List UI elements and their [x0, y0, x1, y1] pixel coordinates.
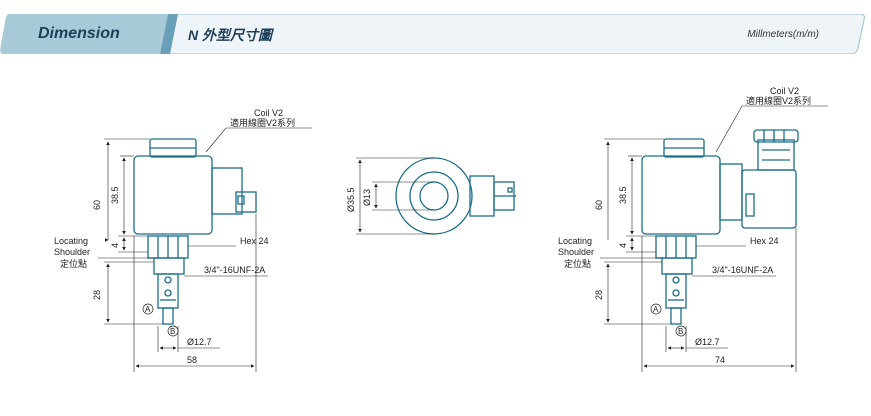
top-dia-outer: Ø35.5: [346, 187, 356, 212]
right-shoulder-label: Shoulder: [558, 247, 594, 257]
left-shoulder-label: Shoulder: [54, 247, 90, 257]
top-dimension-lines: [356, 157, 434, 235]
left-dim-60: 60: [92, 200, 102, 210]
left-port-b: B: [170, 327, 175, 336]
right-width: 74: [715, 355, 725, 365]
left-coil-label: Coil V2: [254, 108, 283, 118]
left-dim-38-5: 38.5: [110, 186, 120, 204]
top-dia-inner: Ø13: [362, 189, 372, 206]
right-coil-label-cn: 適用線圈V2系列: [746, 95, 811, 106]
left-diameter: Ø12.7: [187, 337, 212, 347]
header-background: [0, 14, 866, 54]
left-locating-label: Locating: [54, 236, 88, 246]
top-view: [395, 157, 516, 235]
right-dim-60: 60: [594, 200, 604, 210]
right-diameter: Ø12.7: [695, 337, 720, 347]
right-port-b-circle: [675, 325, 687, 337]
right-valve-view: [641, 129, 799, 325]
header-units: Millmeters(m/m): [747, 29, 819, 40]
right-dim-4: 4: [618, 243, 628, 248]
right-port-b: B: [678, 327, 683, 336]
right-port-a-circle: [650, 303, 662, 315]
left-port-b-circle: [167, 325, 179, 337]
left-dimension-lines: [98, 127, 312, 372]
left-port-a-circle: [142, 303, 154, 315]
left-thread-label: 3/4"-16UNF-2A: [204, 265, 265, 275]
right-labels: Coil V2 適用線圈V2系列 60 38.5 4 28 Hex 24 3/4…: [558, 86, 811, 365]
top-labels: Ø35.5 Ø13: [346, 187, 372, 212]
left-valve-view: [133, 138, 257, 325]
header-subtitle: N 外型尺寸圖: [188, 27, 272, 43]
right-hex-label: Hex 24: [750, 236, 779, 246]
left-width: 58: [187, 355, 197, 365]
left-dim-4: 4: [110, 243, 120, 248]
right-dimension-lines: [600, 105, 828, 372]
left-hex-label: Hex 24: [240, 236, 269, 246]
right-thread-label: 3/4"-16UNF-2A: [712, 265, 773, 275]
header-title: Dimension: [38, 25, 120, 42]
right-dim-38-5: 38.5: [618, 186, 628, 204]
left-port-a: A: [145, 305, 151, 314]
right-dim-28: 28: [594, 290, 604, 300]
right-port-a: A: [653, 305, 659, 314]
left-locating-cn: 定位點: [60, 258, 87, 269]
right-locating-label: Locating: [558, 236, 592, 246]
right-locating-cn: 定位點: [564, 258, 591, 269]
left-dim-28: 28: [92, 290, 102, 300]
left-coil-label-cn: 適用線圈V2系列: [230, 117, 295, 128]
right-coil-label: Coil V2: [770, 86, 799, 96]
left-labels: Coil V2 適用線圈V2系列 60 38.5 4 28 Hex 24 3/4…: [54, 108, 295, 365]
section-header: Dimension N 外型尺寸圖 Millmeters(m/m): [0, 14, 871, 54]
